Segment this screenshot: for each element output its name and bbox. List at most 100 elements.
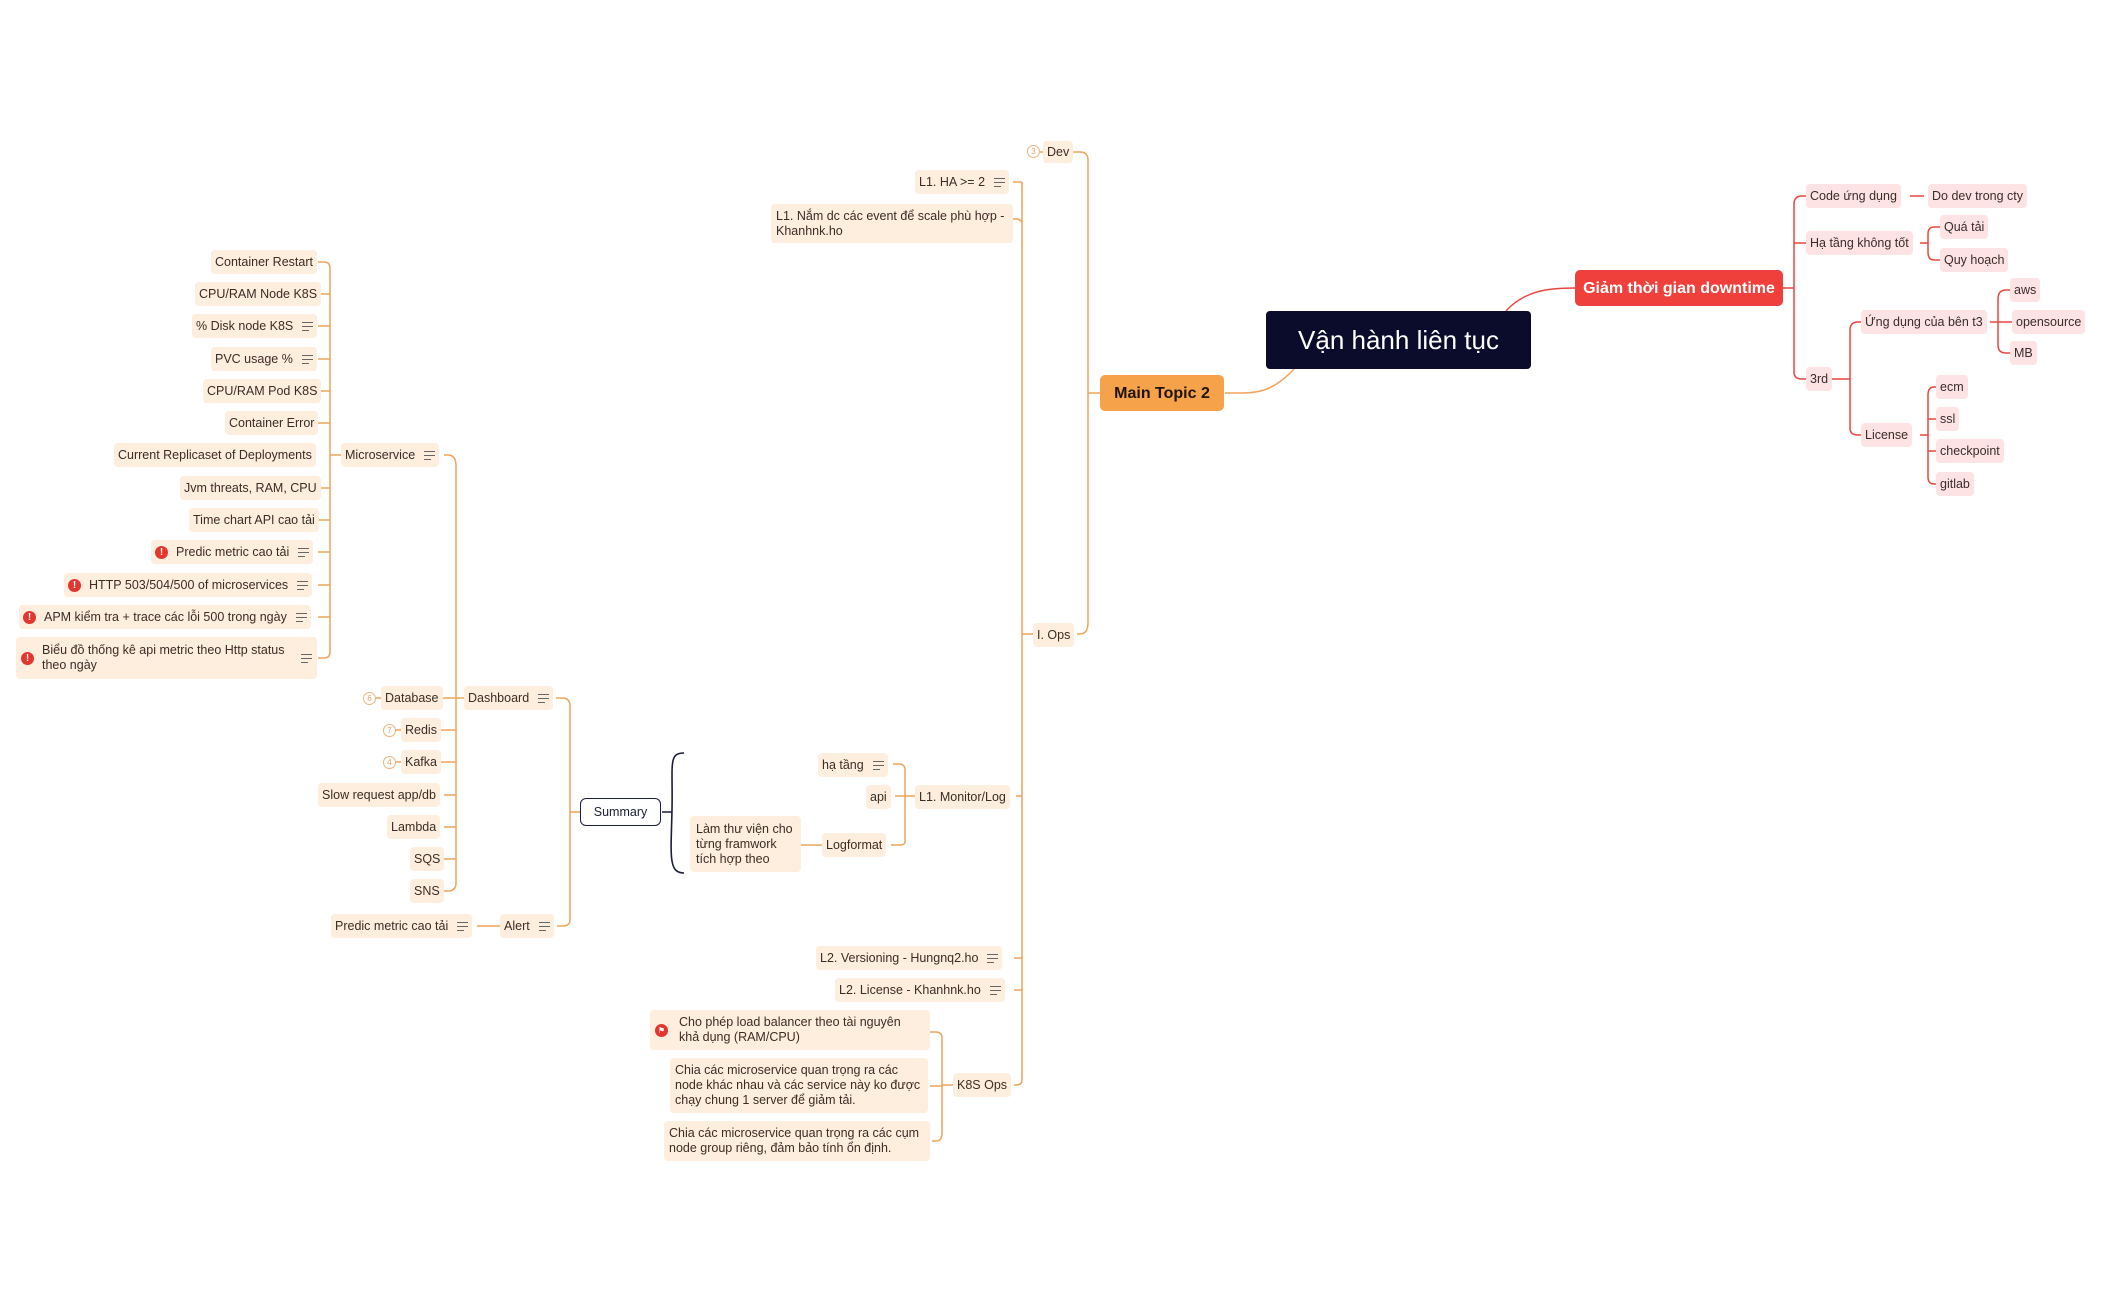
license-child-node[interactable]: checkpoint (1936, 439, 2004, 463)
micro-item[interactable]: Jvm threats, RAM, CPU (180, 476, 321, 500)
micro-item-label: % Disk node K8S (196, 318, 294, 333)
ha-tang-label: hạ tầng (822, 757, 864, 772)
micro-item[interactable]: !HTTP 503/504/500 of microservices (64, 573, 313, 597)
l1-ha-node[interactable]: L1. HA >= 2 (915, 170, 1010, 194)
microservice-node[interactable]: Microservice (341, 443, 440, 467)
note-icon (987, 953, 999, 963)
note-icon (301, 653, 312, 663)
ops-label: I. Ops (1037, 627, 1071, 642)
note-icon (538, 921, 550, 931)
sqs-node[interactable]: SQS (410, 847, 445, 871)
infra-child-label: Quá tải (1944, 219, 1985, 234)
k8s-item-3-label: Chia các microservice quan trọng ra các … (669, 1126, 920, 1155)
note-icon (302, 321, 314, 331)
summary-label: Summary (593, 804, 648, 819)
license-node[interactable]: License (1861, 423, 1913, 447)
micro-item-label: Biểu đồ thống kê api metric theo Http st… (42, 643, 285, 672)
alert-node[interactable]: Alert (500, 914, 554, 938)
slow-request-label: Slow request app/db (322, 787, 436, 802)
main-topic-2[interactable]: Main Topic 2 (1100, 375, 1224, 411)
code-child-node[interactable]: Do dev trong cty (1928, 184, 2028, 208)
monitor-log-node[interactable]: L1. Monitor/Log (915, 785, 1010, 809)
k8s-ops-node[interactable]: K8S Ops (953, 1073, 1012, 1097)
sns-label: SNS (414, 883, 440, 898)
database-count-badge: 6 (363, 692, 376, 705)
sns-node[interactable]: SNS (410, 879, 444, 903)
app3-child-node[interactable]: MB (2010, 341, 2037, 365)
micro-item-label: Container Error (229, 415, 315, 430)
app3-child-node[interactable]: aws (2010, 278, 2041, 302)
monitor-log-label: L1. Monitor/Log (919, 789, 1006, 804)
micro-item[interactable]: PVC usage % (211, 347, 317, 371)
k8s-item-1[interactable]: ⚑Cho phép load balancer theo tài nguyên … (650, 1010, 930, 1050)
code-node[interactable]: Code ứng dụng (1806, 184, 1901, 208)
license-child-node[interactable]: ecm (1936, 375, 1968, 399)
library-note-node[interactable]: Làm thư viện cho từng framwork tích hợp … (690, 816, 801, 872)
micro-item[interactable]: Current Replicaset of Deployments (114, 443, 316, 467)
lambda-node[interactable]: Lambda (387, 815, 441, 839)
l1-event-node[interactable]: L1. Nắm dc các event để scale phù hợp - … (771, 204, 1013, 243)
app3-node[interactable]: Ứng dụng của bên t3 (1861, 310, 1987, 334)
note-icon (994, 177, 1006, 187)
l1-event-label: L1. Nắm dc các event để scale phù hợp - … (776, 208, 1005, 238)
k8s-item-1-label: Cho phép load balancer theo tài nguyên k… (679, 1015, 901, 1044)
k8s-item-3[interactable]: Chia các microservice quan trọng ra các … (664, 1121, 930, 1161)
license-l2-node[interactable]: L2. License - Khanhnk.ho (835, 978, 1005, 1002)
ha-tang-node[interactable]: hạ tầng (818, 753, 888, 777)
alert-item-node[interactable]: Predic metric cao tải (331, 914, 473, 938)
code-child-label: Do dev trong cty (1932, 188, 2024, 203)
alert-icon: ! (21, 651, 34, 665)
redis-node[interactable]: Redis (401, 718, 441, 742)
micro-item-label: CPU/RAM Node K8S (199, 286, 318, 301)
database-label: Database (385, 690, 439, 705)
slow-request-node[interactable]: Slow request app/db (318, 783, 440, 807)
micro-item[interactable]: Time chart API cao tải (189, 508, 319, 532)
note-icon (295, 612, 307, 622)
alert-icon: ! (68, 578, 81, 592)
license-child-node[interactable]: ssl (1936, 407, 1960, 431)
infra-child-node[interactable]: Quy hoạch (1940, 248, 2009, 272)
note-icon (872, 760, 884, 770)
micro-item[interactable]: Container Restart (211, 250, 317, 274)
ops-node[interactable]: I. Ops (1033, 623, 1075, 647)
root-topic[interactable]: Vận hành liên tục (1266, 311, 1531, 369)
logformat-node[interactable]: Logformat (822, 833, 887, 857)
redis-label: Redis (405, 722, 437, 737)
app3-child-label: MB (2014, 345, 2033, 360)
dashboard-node[interactable]: Dashboard (464, 686, 554, 710)
note-icon (989, 985, 1001, 995)
api-node[interactable]: api (866, 785, 891, 809)
app3-child-node[interactable]: opensource (2012, 310, 2086, 334)
lambda-label: Lambda (391, 819, 437, 834)
third-label: 3rd (1810, 371, 1829, 386)
micro-item[interactable]: Container Error (225, 411, 319, 435)
app3-child-label: opensource (2016, 314, 2082, 329)
license-child-node[interactable]: gitlab (1936, 472, 1974, 496)
micro-item-label: CPU/RAM Pod K8S (207, 383, 318, 398)
summary-node[interactable]: Summary (580, 798, 661, 826)
micro-item[interactable]: CPU/RAM Node K8S (195, 282, 322, 306)
alert-icon: ! (155, 545, 168, 559)
micro-item[interactable]: CPU/RAM Pod K8S (203, 379, 322, 403)
license-child-label: gitlab (1940, 476, 1970, 491)
micro-item[interactable]: !APM kiểm tra + trace các lỗi 500 trong … (19, 605, 311, 629)
dev-node[interactable]: Dev (1043, 141, 1074, 163)
infra-node[interactable]: Hạ tầng không tốt (1806, 231, 1913, 255)
micro-item[interactable]: !Predic metric cao tải (151, 540, 314, 564)
micro-item[interactable]: ! Biểu đồ thống kê api metric theo Http s… (16, 637, 317, 679)
alert-icon: ! (23, 610, 36, 624)
infra-child-node[interactable]: Quá tải (1940, 215, 1989, 239)
downtime-topic[interactable]: Giảm thời gian downtime (1575, 270, 1783, 306)
micro-item[interactable]: % Disk node K8S (192, 314, 318, 338)
k8s-item-2[interactable]: Chia các microservice quan trọng ra các … (670, 1058, 928, 1113)
kafka-label: Kafka (405, 754, 437, 769)
kafka-count-badge: 4 (383, 756, 396, 769)
versioning-node[interactable]: L2. Versioning - Hungnq2.ho (816, 946, 1003, 970)
third-node[interactable]: 3rd (1806, 367, 1833, 391)
database-node[interactable]: Database (381, 686, 443, 710)
l1-ha-label: L1. HA >= 2 (919, 174, 986, 189)
kafka-node[interactable]: Kafka (401, 750, 441, 774)
versioning-label: L2. Versioning - Hungnq2.ho (820, 950, 979, 965)
